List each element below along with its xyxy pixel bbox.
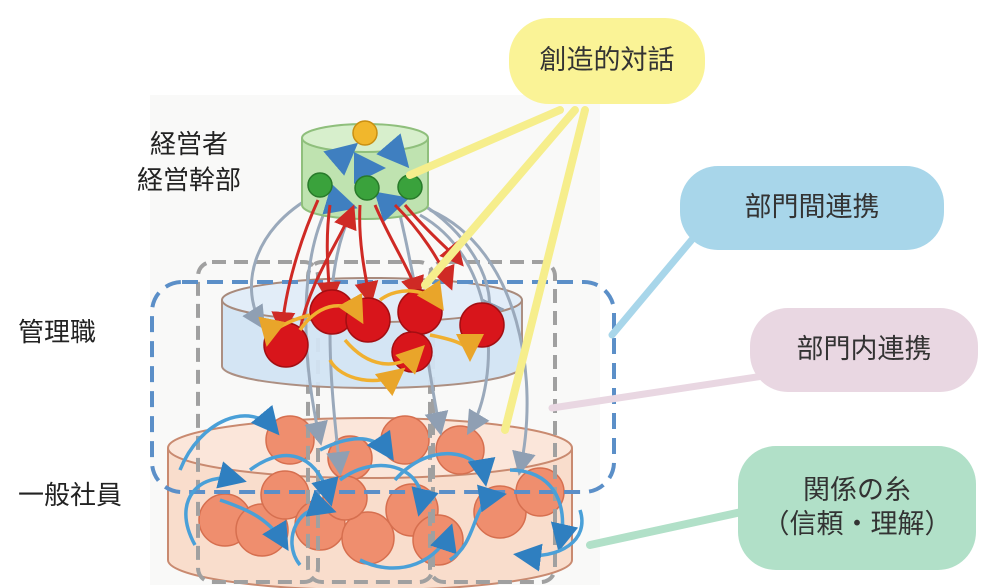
callout-bubble-cross-department: [680, 166, 944, 250]
callout-relationship-thread: 関係の糸 （信頼・理解）: [738, 446, 976, 570]
callout-bubble-creative: [509, 18, 705, 104]
connector-creative-1: [406, 106, 564, 179]
callout-cross-department: 部門間連携: [680, 166, 944, 250]
callout-connectors: [406, 106, 774, 549]
callout-intra-department-text: 部門内連携: [796, 334, 932, 365]
callout-relationship-line1: 関係の糸: [803, 475, 911, 506]
orange-threads: [258, 279, 484, 397]
callout-creative-dialogue: 創造的対話: [509, 18, 705, 104]
staff-threads: [178, 404, 584, 572]
manager-label: 管理職: [18, 318, 97, 348]
executive-label-line2: 経営幹部: [136, 166, 241, 196]
callout-cross-department-text: 部門間連携: [744, 192, 880, 223]
callout-bubble-intra-department: [750, 308, 978, 392]
executive-nodes: [307, 120, 423, 201]
connector-intra-department: [548, 371, 774, 412]
connector-relationship: [586, 504, 764, 549]
connector-creative-3: [501, 106, 589, 434]
connector-cross-department: [608, 226, 704, 339]
red-threads: [271, 199, 464, 336]
cross-department-box: [150, 280, 616, 494]
staff-label: 一般社員: [18, 481, 123, 511]
callout-bubble-relationship: [738, 446, 976, 570]
executive-label-line1: 経営者: [149, 130, 228, 160]
callout-intra-department: 部門内連携: [750, 308, 978, 392]
callout-creative-dialogue-text: 創造的対話: [539, 45, 675, 76]
callout-relationship-line2: （信頼・理解）: [762, 509, 952, 540]
connector-creative-2: [421, 106, 579, 289]
executive-label: 経営者 経営幹部: [134, 127, 244, 199]
executive-arrows: [322, 133, 410, 223]
